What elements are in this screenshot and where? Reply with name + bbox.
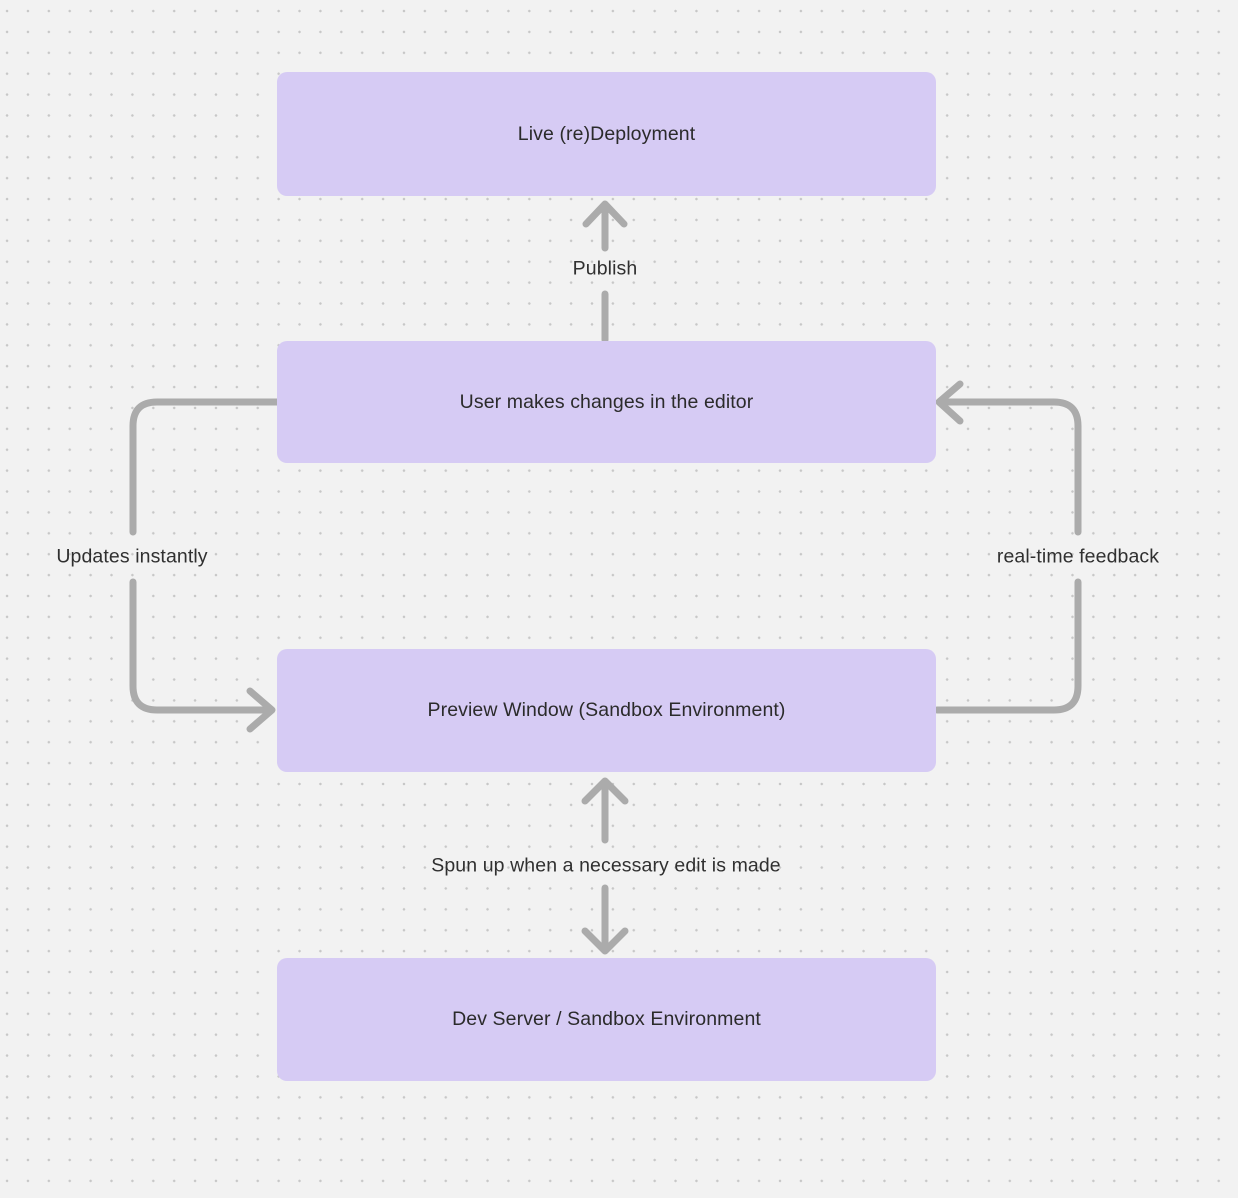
spunup-arrowhead-up-icon — [581, 777, 629, 805]
updates-arrowhead-right-icon — [246, 687, 276, 733]
node-dev-server-label: Dev Server / Sandbox Environment — [452, 1008, 761, 1030]
updates-arrow-lower-segment — [129, 578, 272, 714]
publish-arrowhead-up-icon — [582, 200, 628, 228]
edge-label-realtime-feedback: real-time feedback — [996, 545, 1160, 568]
edge-label-updates-instantly: Updates instantly — [56, 545, 208, 568]
node-dev-server: Dev Server / Sandbox Environment — [277, 958, 936, 1081]
node-live-deployment-label: Live (re)Deployment — [517, 122, 696, 145]
feedback-arrow-upper-segment — [938, 398, 1082, 536]
edge-label-publish: Publish — [572, 257, 638, 280]
edge-label-spun-up: Spun up when a necessary edit is made — [431, 854, 781, 877]
node-user-makes-changes-label: User makes changes in the editor — [459, 390, 754, 413]
updates-arrow-upper-segment — [129, 398, 281, 536]
feedback-arrowhead-left-icon — [935, 380, 964, 425]
feedback-arrow-lower-segment — [933, 578, 1082, 714]
spunup-arrowhead-down-icon — [581, 927, 629, 955]
node-user-makes-changes: User makes changes in the editor — [277, 341, 936, 463]
node-preview-window: Preview Window (Sandbox Environment) — [277, 649, 936, 772]
node-preview-window-label: Preview Window (Sandbox Environment) — [427, 699, 786, 721]
node-live-deployment: Live (re)Deployment — [277, 72, 936, 196]
